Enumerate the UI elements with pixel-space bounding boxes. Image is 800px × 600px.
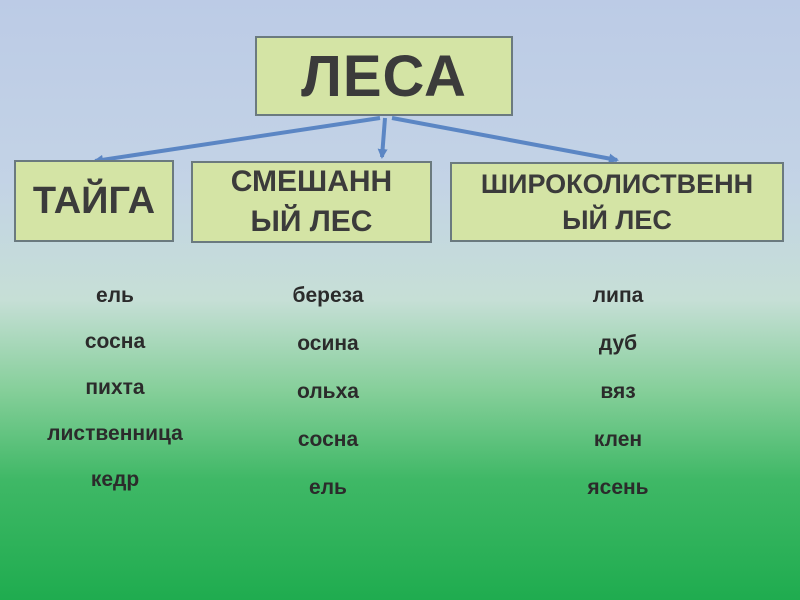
tree-item: дуб	[598, 332, 638, 355]
tree-item: ольха	[297, 380, 359, 403]
category-taiga-label: ТАЙГА	[32, 179, 156, 222]
tree-item: ель	[309, 476, 347, 499]
category-broadleaf-forest-label-line2: ЫЙ ЛЕС	[562, 205, 672, 235]
arrow-to-mixed	[377, 117, 388, 159]
category-broadleaf-forest: ШИРОКОЛИСТВЕНН ЫЙ ЛЕС	[450, 162, 784, 242]
tree-item: кедр	[90, 468, 140, 491]
tree-item: ель	[96, 284, 134, 307]
tree-item: сосна	[84, 330, 146, 353]
arrow-to-taiga	[93, 116, 381, 165]
tree-item: осина	[297, 332, 359, 355]
root-label: ЛЕСА	[301, 43, 467, 109]
tree-item: пихта	[85, 376, 145, 399]
category-broadleaf-forest-label-line1: ШИРОКОЛИСТВЕНН	[480, 169, 754, 199]
arrow-to-broadleaf	[391, 116, 619, 164]
root-node: ЛЕСА	[255, 36, 513, 116]
category-mixed-forest-label-line1: СМЕШАНН	[230, 165, 393, 198]
tree-item: ясень	[587, 476, 649, 499]
tree-item: береза	[292, 284, 364, 307]
tree-item: клен	[593, 428, 643, 451]
tree-item: сосна	[297, 428, 359, 451]
tree-item: липа	[592, 284, 644, 307]
category-mixed-forest-label-line2: ЫЙ ЛЕС	[250, 205, 373, 238]
category-mixed-forest: СМЕШАНН ЫЙ ЛЕС	[191, 161, 432, 243]
tree-item: вяз	[600, 380, 636, 403]
category-taiga: ТАЙГА	[14, 160, 174, 242]
tree-item: лиственница	[47, 422, 183, 445]
